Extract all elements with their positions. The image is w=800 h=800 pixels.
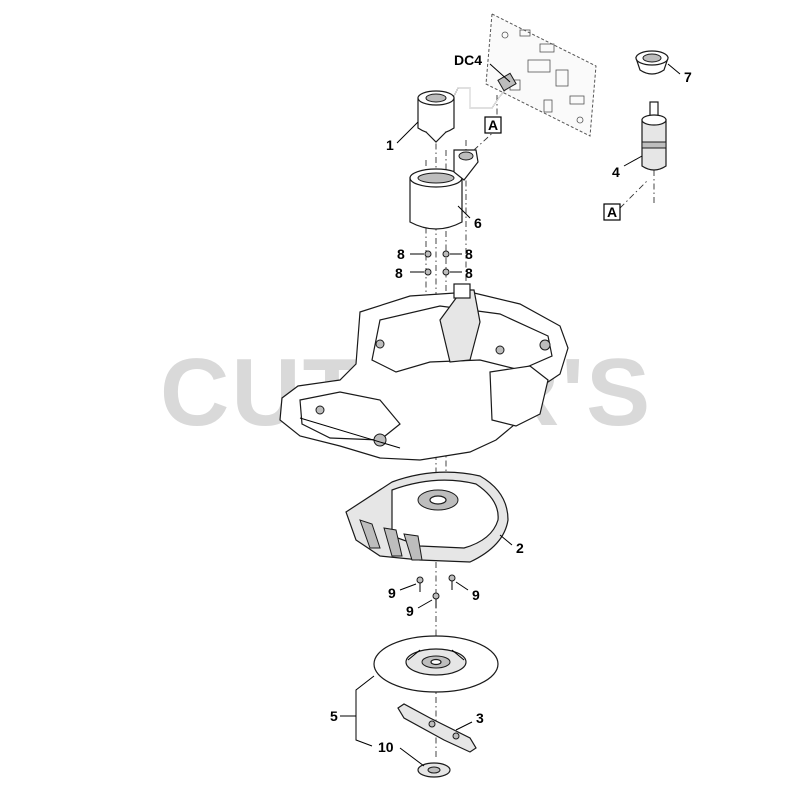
part-5-blade-disc xyxy=(373,635,499,693)
part-10-hub xyxy=(417,762,451,778)
callout-9c: 9 xyxy=(406,603,414,619)
callout-6: 6 xyxy=(474,215,482,231)
callout-8c: 8 xyxy=(395,265,403,281)
part-1-motor xyxy=(417,90,455,143)
callout-3: 3 xyxy=(476,710,484,726)
callout-10: 10 xyxy=(378,739,394,755)
callout-2: 2 xyxy=(516,540,524,556)
cable-dc4 xyxy=(451,72,517,109)
screws-9 xyxy=(416,574,456,608)
callout-dc4: DC4 xyxy=(454,52,482,68)
reference-label: A xyxy=(488,117,498,133)
part-4-shaft xyxy=(641,101,667,171)
part-6-motor-housing xyxy=(409,149,479,230)
callout-5: 5 xyxy=(330,708,338,724)
screws-8 xyxy=(424,250,450,276)
callout-labels: DC4 1 6 7 4 8 8 8 8 2 9 9 9 3 5 10 xyxy=(330,52,692,755)
part-3-blade xyxy=(397,703,477,753)
leader-lines xyxy=(340,63,681,767)
part-2-blade-guard xyxy=(345,471,509,563)
callout-8a: 8 xyxy=(397,246,405,262)
callout-8d: 8 xyxy=(465,265,473,281)
reference-box-a-1: A xyxy=(484,116,502,134)
callout-1: 1 xyxy=(386,137,394,153)
callout-7: 7 xyxy=(684,69,692,85)
chassis-frame xyxy=(279,283,569,461)
callout-8b: 8 xyxy=(465,246,473,262)
callout-9a: 9 xyxy=(388,585,396,601)
reference-box-a-2: A xyxy=(603,203,621,221)
callout-4: 4 xyxy=(612,164,620,180)
reference-label: A xyxy=(607,204,617,220)
part-7-knob xyxy=(635,50,669,75)
callout-9b: 9 xyxy=(472,587,480,603)
